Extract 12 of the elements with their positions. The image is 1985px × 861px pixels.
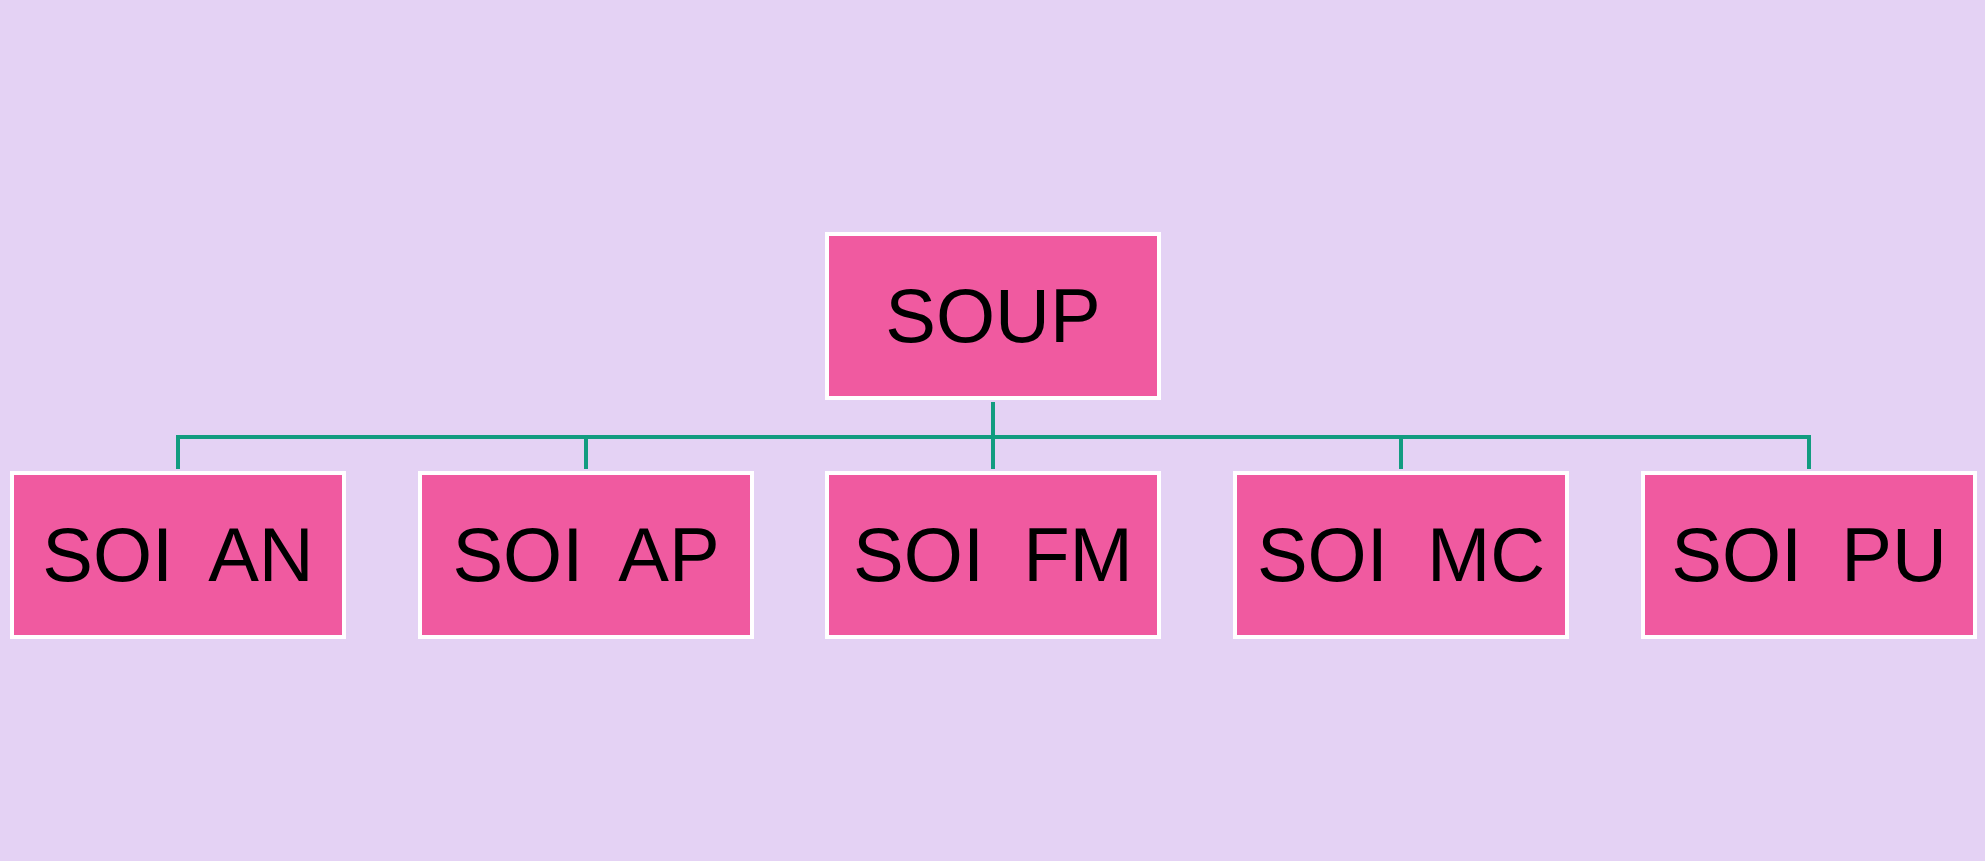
box-label: SOI PU [1671,517,1947,593]
org-box [418,471,754,639]
org-box [10,471,346,639]
box-label: SOUP [885,278,1101,354]
org-box [825,232,1161,400]
org-box [825,471,1161,639]
box-label: SOI AP [452,517,720,593]
org-box [1233,471,1569,639]
org-box [1641,471,1977,639]
box-label: SOI MC [1256,517,1546,593]
box-label: SOI AN [42,517,314,593]
box-label: SOI FM [853,517,1133,593]
